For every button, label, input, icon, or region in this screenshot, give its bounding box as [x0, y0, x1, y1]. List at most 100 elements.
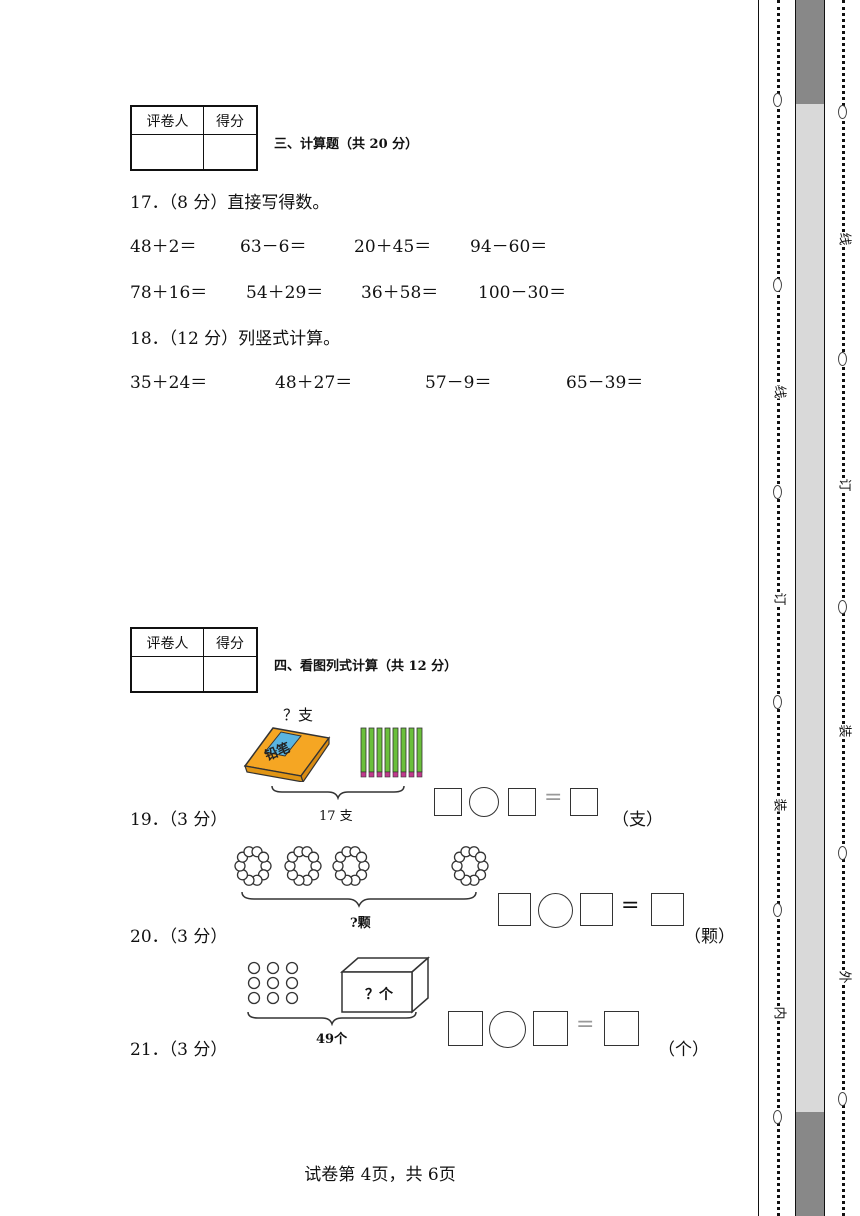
- score-box-score-field[interactable]: [204, 135, 256, 169]
- green-pencil: [368, 727, 375, 773]
- section-4-title: 四、看图列式计算（共 12 分）: [274, 659, 458, 674]
- binding-hole-icon: [773, 278, 782, 292]
- score-box-score-field[interactable]: [204, 657, 256, 691]
- green-pencil: [408, 727, 415, 773]
- q19-answer-box-2[interactable]: [508, 788, 536, 816]
- q19-brace: [271, 785, 405, 800]
- question-20-label: 20．（3 分）: [130, 927, 228, 947]
- margin-inner-char: 订: [771, 592, 787, 606]
- bead: [247, 976, 261, 990]
- green-pencil: [384, 727, 391, 773]
- green-pencil: [360, 727, 367, 773]
- q20-unit: （颗）: [684, 927, 735, 947]
- q20-operator-circle[interactable]: [538, 893, 573, 928]
- question-19-label: 19．（3 分）: [130, 810, 228, 830]
- q19-equals-sign: =: [544, 785, 563, 810]
- score-box-reviewer-field[interactable]: [132, 657, 204, 691]
- q21-operator-circle[interactable]: [489, 1011, 526, 1048]
- binding-hole-icon: [773, 93, 782, 107]
- q18-item2: 48＋27＝: [275, 373, 353, 393]
- bead: [247, 961, 261, 975]
- q21-unit: （个）: [658, 1040, 709, 1060]
- binding-hole-icon: [773, 485, 782, 499]
- q20-answer-box-2[interactable]: [580, 893, 613, 926]
- q17-row2-item3: 36＋58＝: [361, 283, 439, 303]
- q19-answer-box-1[interactable]: [434, 788, 462, 816]
- margin-outer-char: 装: [836, 724, 852, 738]
- q20-answer-box-1[interactable]: [498, 893, 531, 926]
- bead: [285, 991, 299, 1005]
- binding-hole-icon: [838, 1092, 847, 1106]
- q17-row1-item4: 94－60＝: [470, 237, 548, 257]
- pencil-tip: [392, 771, 399, 778]
- question-17-label: 17．（8 分）直接写得数。: [130, 193, 330, 213]
- score-box-score-label: 得分: [204, 629, 256, 657]
- q18-item1: 35＋24＝: [130, 373, 208, 393]
- score-box-section-4: 评卷人 得分: [130, 627, 258, 693]
- bead: [285, 961, 299, 975]
- q20-bead-rings: [234, 846, 489, 886]
- q21-answer-box-2[interactable]: [533, 1011, 568, 1046]
- score-box-reviewer-label: 评卷人: [132, 107, 204, 135]
- binding-hole-icon: [773, 1110, 782, 1124]
- q21-box-illustration: [340, 956, 430, 1014]
- margin-inner-char: 内: [771, 1006, 787, 1020]
- question-18-label: 18．（12 分）列竖式计算。: [130, 329, 341, 349]
- q19-answer-box-result[interactable]: [570, 788, 598, 816]
- bead-ring: [332, 846, 370, 886]
- q20-brace: [241, 891, 477, 908]
- q19-unknown-label: ？支: [283, 706, 314, 724]
- margin-dotted-line-inner: [777, 0, 780, 1216]
- margin-outer-char: 订: [836, 478, 852, 492]
- q21-total-label: 49个: [316, 1032, 348, 1047]
- q18-item3: 57－9＝: [425, 373, 492, 393]
- green-pencil: [392, 727, 399, 773]
- question-21-label: 21．（3 分）: [130, 1040, 228, 1060]
- q20-answer-box-result[interactable]: [651, 893, 684, 926]
- margin-outer-char: 线: [836, 232, 852, 246]
- q20-equals-sign: =: [621, 893, 640, 918]
- q17-row1-item1: 48＋2＝: [130, 237, 197, 257]
- q17-row1-item2: 63－6＝: [240, 237, 307, 257]
- margin-border-left: [758, 0, 759, 1216]
- score-box-section-3: 评卷人 得分: [130, 105, 258, 171]
- binding-hole-icon: [838, 352, 847, 366]
- margin-outer-char: 外: [836, 970, 852, 984]
- margin-inner-char: 线: [771, 385, 787, 399]
- green-pencil: [400, 727, 407, 773]
- q21-equals-sign: =: [576, 1012, 595, 1037]
- bead: [285, 976, 299, 990]
- binding-hole-icon: [773, 695, 782, 709]
- binding-hole-icon: [773, 903, 782, 917]
- page-footer: 试卷第 4页，共 6页: [304, 1165, 456, 1185]
- q21-answer-box-1[interactable]: [448, 1011, 483, 1046]
- q21-bead-grid: [247, 961, 299, 1005]
- margin-gray-strip: [795, 0, 825, 1216]
- score-box-reviewer-label: 评卷人: [132, 629, 204, 657]
- pencil-tip: [376, 771, 383, 778]
- binding-hole-icon: [838, 600, 847, 614]
- pencil-tip: [368, 771, 375, 778]
- q19-total-label: 17 支: [319, 809, 353, 824]
- green-pencil: [376, 727, 383, 773]
- section-3-title: 三、计算题（共 20 分）: [274, 137, 419, 152]
- pencil-tip: [408, 771, 415, 778]
- q20-total-label: ?颗: [350, 916, 371, 931]
- q21-brace: [247, 1011, 417, 1026]
- q21-answer-box-result[interactable]: [604, 1011, 639, 1046]
- score-box-score-label: 得分: [204, 107, 256, 135]
- pencil-tip: [400, 771, 407, 778]
- green-pencil: [416, 727, 423, 773]
- pencil-tip: [384, 771, 391, 778]
- binding-hole-icon: [838, 105, 847, 119]
- q19-operator-circle[interactable]: [469, 787, 499, 817]
- q19-unit: （支）: [612, 810, 663, 830]
- bead: [247, 991, 261, 1005]
- pencil-tip: [360, 771, 367, 778]
- bead: [266, 961, 280, 975]
- bead: [266, 991, 280, 1005]
- bead: [266, 976, 280, 990]
- bead-ring: [234, 846, 272, 886]
- q17-row2-item4: 100－30＝: [478, 283, 567, 303]
- score-box-reviewer-field[interactable]: [132, 135, 204, 169]
